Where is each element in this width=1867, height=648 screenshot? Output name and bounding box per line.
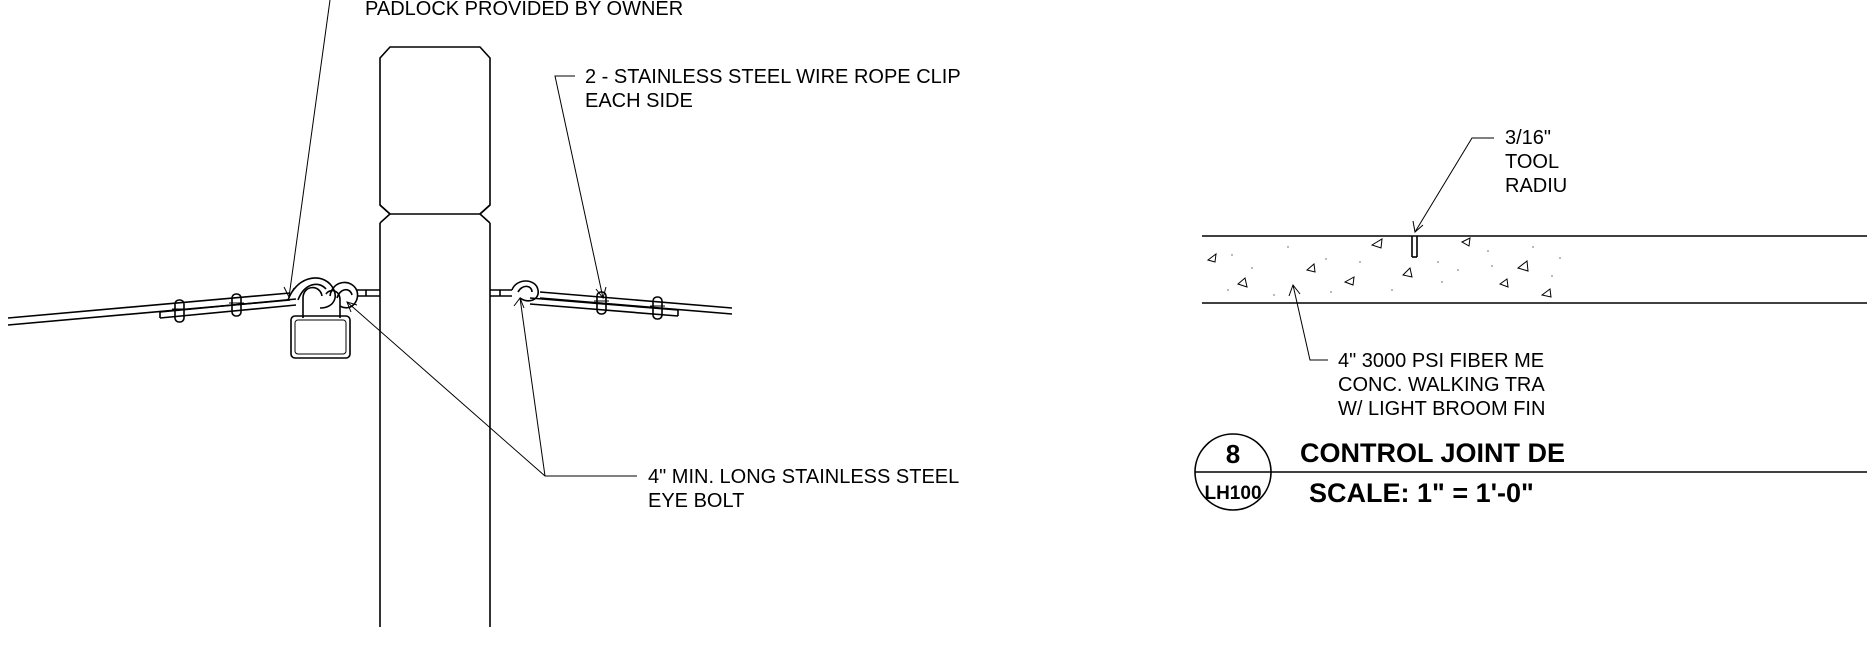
joint-note-line-2: TOOL	[1505, 151, 1559, 173]
padlock-leader	[283, 0, 331, 299]
eyebolt-note-line-2: EYE BOLT	[648, 490, 744, 512]
eyebolt-note-line-1: 4" MIN. LONG STAINLESS STEEL	[648, 466, 959, 488]
slab-note-line-3: W/ LIGHT BROOM FIN	[1338, 398, 1545, 420]
left-eye-bolt	[287, 277, 380, 309]
detail-scale: SCALE: 1" = 1'-0"	[1309, 478, 1534, 508]
padlock	[290, 286, 351, 359]
slab-leader	[1288, 283, 1328, 361]
sheet-number: LH100	[1204, 483, 1261, 504]
joint-leader	[1412, 137, 1494, 233]
right-wire-cable	[529, 291, 733, 317]
joint-note-line-3: RADIU	[1505, 175, 1567, 197]
right-eye-bolt	[490, 280, 539, 302]
detail-number: 8	[1226, 439, 1240, 469]
clip-note-line-2: EACH SIDE	[585, 90, 693, 112]
detail-title: CONTROL JOINT DE	[1300, 438, 1565, 468]
clip-note-line-1: 2 - STAINLESS STEEL WIRE ROPE CLIP	[585, 66, 961, 88]
eyebolt-leader	[346, 296, 637, 477]
concrete-aggregate-hatch	[1206, 237, 1561, 298]
left-wire-cable	[7, 292, 297, 326]
slab-note-line-1: 4" 3000 PSI FIBER ME	[1338, 350, 1544, 372]
clip-leader	[554, 75, 607, 300]
joint-note-line-1: 3/16"	[1505, 127, 1551, 149]
right-wire-rope-clips	[594, 291, 665, 320]
slab-note-line-2: CONC. WALKING TRA	[1338, 374, 1545, 396]
concrete-slab	[1202, 235, 1867, 304]
bollard-post	[379, 46, 491, 627]
detail-title-block: 8 LH100 CONTROL JOINT DE SCALE: 1" = 1'-…	[1194, 433, 1867, 511]
padlock-note: PADLOCK PROVIDED BY OWNER	[365, 0, 683, 20]
left-wire-rope-clips	[172, 293, 244, 323]
